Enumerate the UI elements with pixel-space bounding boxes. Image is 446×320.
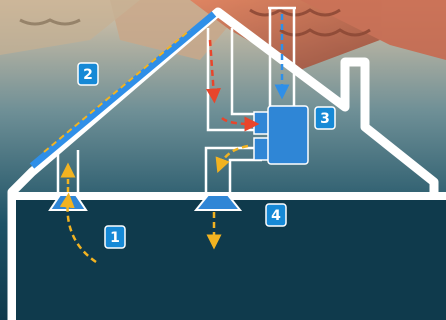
badge-3-label: 3 xyxy=(320,111,330,127)
badge-2-label: 2 xyxy=(83,67,93,83)
badge-2: 2 xyxy=(78,63,98,85)
badge-4: 4 xyxy=(266,204,286,226)
interior xyxy=(16,200,446,320)
badge-3: 3 xyxy=(315,107,335,129)
badge-4-label: 4 xyxy=(271,208,281,224)
badge-1: 1 xyxy=(105,226,125,248)
badge-1-label: 1 xyxy=(110,230,120,246)
